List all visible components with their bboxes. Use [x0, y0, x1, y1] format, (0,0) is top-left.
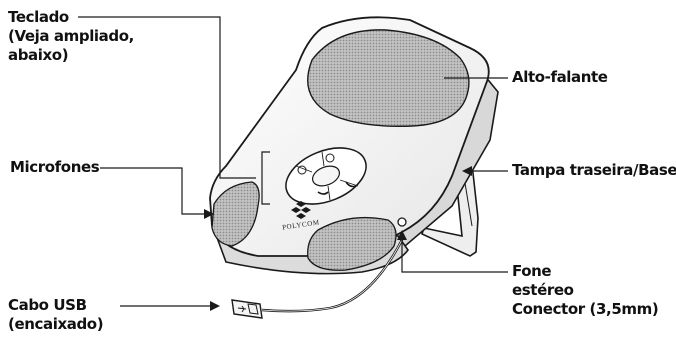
usb-connector	[232, 300, 262, 318]
keypad-label: Teclado (Veja ampliado, abaixo)	[8, 8, 134, 65]
headset-jack-label-line-3: Conector (3,5mm)	[512, 300, 658, 319]
speakerphone-device	[210, 17, 498, 318]
headset-jack-port[interactable]	[398, 218, 406, 226]
back-cover-label: Tampa traseira/Base	[512, 161, 676, 180]
speaker-label: Alto-falante	[512, 68, 608, 87]
headset-jack-label-line-1: Fone	[512, 262, 658, 281]
headset-jack-label-line-2: estéreo	[512, 281, 658, 300]
microphones-label: Microfones	[10, 158, 99, 177]
usb-cable-label-line-1: Cabo USB	[8, 296, 103, 315]
keypad-label-line-2: (Veja ampliado,	[8, 27, 134, 46]
microphones-leader	[100, 168, 210, 214]
keypad-label-line-3: abaixo)	[8, 46, 134, 65]
keypad-label-line-1: Teclado	[8, 8, 134, 27]
usb-cable-label: Cabo USB (encaixado)	[8, 296, 103, 334]
usb-cable-label-line-2: (encaixado)	[8, 315, 103, 334]
usb-arrow-icon	[210, 301, 220, 311]
headset-jack-label: Fone estéreo Conector (3,5mm)	[512, 262, 658, 319]
